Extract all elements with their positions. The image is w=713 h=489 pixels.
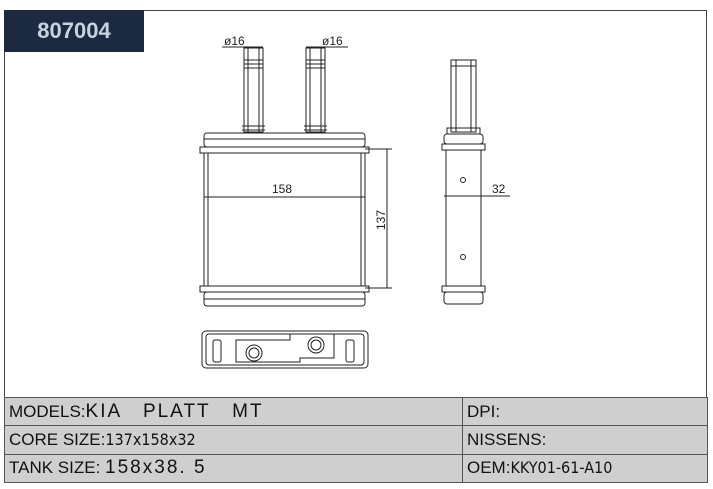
height-dimension: 137 bbox=[374, 210, 388, 230]
top-tank bbox=[199, 132, 370, 154]
core-size-cell: CORE SIZE:137x158x32 bbox=[4, 425, 463, 455]
oem-value: KKY01-61-A10 bbox=[510, 458, 613, 478]
oem-label: OEM: bbox=[467, 458, 511, 478]
tank-size-value: 158x38. 5 bbox=[105, 457, 207, 479]
spec-row-models: MODELS:KIA PLATT MT DPI: bbox=[4, 396, 708, 427]
bottom-view bbox=[201, 330, 369, 369]
left-pipe-diameter: ø16 bbox=[224, 34, 245, 48]
models-label: MODELS: bbox=[9, 401, 86, 421]
spec-row-core: CORE SIZE:137x158x32 NISSENS: bbox=[4, 425, 708, 455]
radiator-core bbox=[203, 152, 366, 287]
bottom-tank bbox=[199, 285, 370, 307]
models-cell: MODELS:KIA PLATT MT bbox=[4, 396, 463, 427]
dpi-label: DPI: bbox=[467, 401, 501, 421]
side-view bbox=[441, 59, 510, 305]
nissens-label: NISSENS: bbox=[467, 429, 547, 449]
width-dimension: 158 bbox=[272, 182, 292, 196]
oem-cell: OEM:KKY01-61-A10 bbox=[462, 453, 708, 484]
core-size-value: 137x158x32 bbox=[105, 429, 196, 449]
front-view bbox=[199, 46, 392, 307]
depth-dimension: 32 bbox=[492, 182, 506, 196]
inlet-pipe-left bbox=[242, 47, 265, 133]
right-pipe-diameter: ø16 bbox=[322, 34, 343, 48]
spec-table: MODELS:KIA PLATT MT DPI: CORE SIZE:137x1… bbox=[4, 396, 708, 484]
core-size-label: CORE SIZE: bbox=[9, 429, 106, 449]
dpi-cell: DPI: bbox=[462, 396, 708, 427]
part-number-badge: 807004 bbox=[4, 10, 144, 52]
spec-row-tank: TANK SIZE: 158x38. 5 OEM:KKY01-61-A10 bbox=[4, 453, 708, 484]
tank-size-cell: TANK SIZE: 158x38. 5 bbox=[4, 453, 463, 484]
tank-size-label: TANK SIZE: bbox=[9, 458, 101, 478]
outlet-pipe-right bbox=[304, 47, 327, 133]
nissens-cell: NISSENS: bbox=[462, 425, 708, 455]
models-value: KIA PLATT MT bbox=[85, 400, 264, 422]
